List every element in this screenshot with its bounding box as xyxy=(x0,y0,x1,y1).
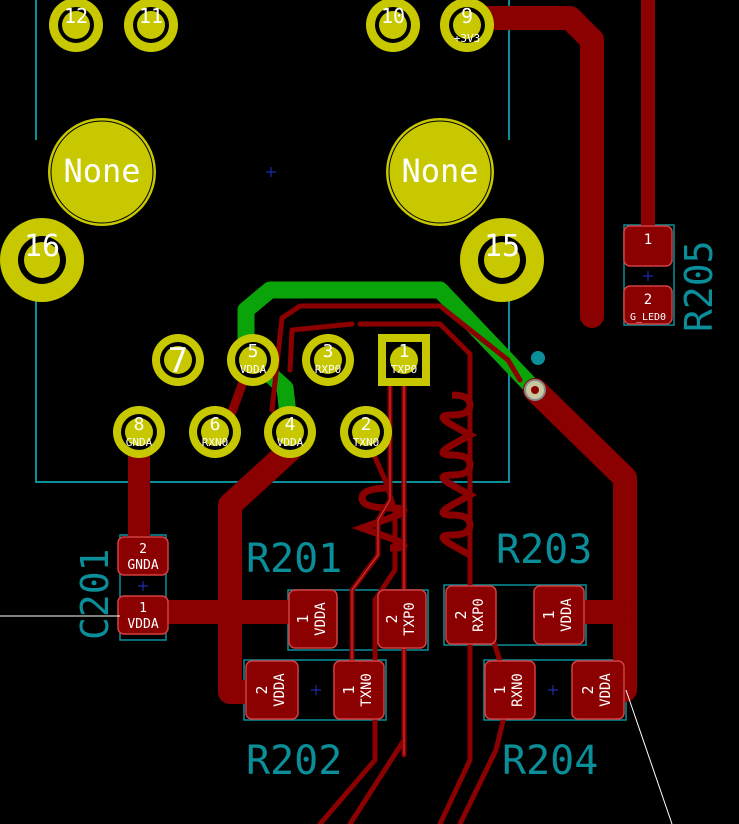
pad-number: 2 xyxy=(253,685,271,694)
smd-pad: 2 RXP0 xyxy=(445,585,497,645)
pad-net: VDDA xyxy=(313,602,329,636)
smd-pad: 2 TXP0 xyxy=(377,589,427,649)
connector-pin: 4 VDDA xyxy=(264,406,316,458)
connector-pin: 9 +3V3 xyxy=(440,0,494,52)
smd-pad: 1 VDDA xyxy=(533,585,585,645)
connector-pin: 11 xyxy=(124,0,178,52)
connector-pin-square: 1 TXP0 xyxy=(378,334,430,386)
connector-pin: 6 RXN0 xyxy=(189,406,241,458)
ref-designator: R202 xyxy=(246,738,342,784)
pad-number: 1 xyxy=(491,685,509,694)
pad-number: 1 xyxy=(644,232,652,248)
connector-pin: 2 TXN0 xyxy=(340,406,392,458)
pad-net: VDDA xyxy=(559,598,575,632)
via xyxy=(531,351,545,365)
pin-number: 9 xyxy=(461,4,473,28)
pin-net: GNDA xyxy=(126,436,153,449)
pad-number: 2 xyxy=(644,292,652,308)
pad-net: G_LED0 xyxy=(630,312,666,323)
pin-number: 16 xyxy=(24,229,60,264)
ref-designator: R201 xyxy=(246,536,342,582)
pin-net: TXP0 xyxy=(391,363,418,376)
pad-number: 1 xyxy=(139,601,147,616)
mount-hole-label: None xyxy=(63,152,140,190)
pin-net: +3V3 xyxy=(454,32,481,45)
track-highlight xyxy=(351,360,405,755)
smd-pad: 2 G_LED0 xyxy=(623,285,673,325)
connector-pin: 5 VDDA xyxy=(227,334,279,386)
pin-number: 10 xyxy=(381,4,405,28)
smd-pad: 2 VDDA xyxy=(571,660,625,720)
ref-designator: R204 xyxy=(502,738,598,784)
ref-designator: R205 xyxy=(677,240,721,332)
pin-number: 3 xyxy=(323,341,334,362)
pad-number: 1 xyxy=(540,610,558,619)
smd-pad: 1 VDDA xyxy=(288,589,338,649)
pad-net: RXP0 xyxy=(471,598,487,632)
pin-number: 2 xyxy=(361,414,372,435)
mount-hole: None xyxy=(48,118,156,226)
serpentine-meanders xyxy=(351,391,478,559)
connector-pin: 16 xyxy=(0,218,84,302)
vias xyxy=(524,351,546,401)
pin-number: 4 xyxy=(285,414,296,435)
pin-number: 5 xyxy=(248,341,259,362)
pad-number: 2 xyxy=(383,614,401,623)
pin-net: TXN0 xyxy=(353,436,380,449)
pin-number: 8 xyxy=(134,414,145,435)
pin-number: 12 xyxy=(64,4,88,28)
pin-net: VDDA xyxy=(240,363,267,376)
ref-designator: R203 xyxy=(496,527,592,573)
pad-number: 1 xyxy=(340,685,358,694)
pin-number: 1 xyxy=(399,341,410,362)
smd-pad: 1 xyxy=(623,225,673,267)
connector-pin: 10 xyxy=(366,0,420,52)
smd-pad: 1 RXN0 xyxy=(484,660,536,720)
mount-hole-label: None xyxy=(401,152,478,190)
smd-pad: 2 GNDA xyxy=(117,536,169,576)
pad-number: 2 xyxy=(579,685,597,694)
pad-net: VDDA xyxy=(598,673,614,707)
pad-net: GNDA xyxy=(127,558,158,573)
part-center-marks xyxy=(138,271,653,695)
smd-pad: 1 TXN0 xyxy=(333,660,385,720)
pad-net: VDDA xyxy=(127,617,158,632)
ratsnest-lines xyxy=(0,615,673,824)
pad-number: 1 xyxy=(294,614,312,623)
smd-pad: 2 VDDA xyxy=(245,660,299,720)
connector-pin: 8 GNDA xyxy=(113,406,165,458)
pad-net: TXP0 xyxy=(402,602,418,636)
pin-number: 7 xyxy=(168,341,188,381)
pin-net: RXP0 xyxy=(315,363,342,376)
connector-pin: 12 xyxy=(49,0,103,52)
pad-number: 2 xyxy=(139,542,147,557)
connector-pin: 15 xyxy=(460,218,544,302)
mount-hole: None xyxy=(386,118,494,226)
connector-pin: 3 RXP0 xyxy=(302,334,354,386)
pad-number: 2 xyxy=(452,610,470,619)
connector-center-mark xyxy=(266,167,276,177)
pin-number: 6 xyxy=(210,414,221,435)
pad-net: VDDA xyxy=(272,673,288,707)
pad-net: RXN0 xyxy=(510,673,526,707)
smd-pad: 1 VDDA xyxy=(117,595,169,635)
pin-net: VDDA xyxy=(277,436,304,449)
via-center xyxy=(531,386,539,394)
pin-number: 15 xyxy=(484,229,520,264)
pin-net: RXN0 xyxy=(202,436,229,449)
pin-number: 11 xyxy=(139,4,163,28)
ref-designator: C201 xyxy=(73,548,117,640)
pad-net: TXN0 xyxy=(359,673,375,707)
connector-pin: 7 xyxy=(152,334,204,386)
